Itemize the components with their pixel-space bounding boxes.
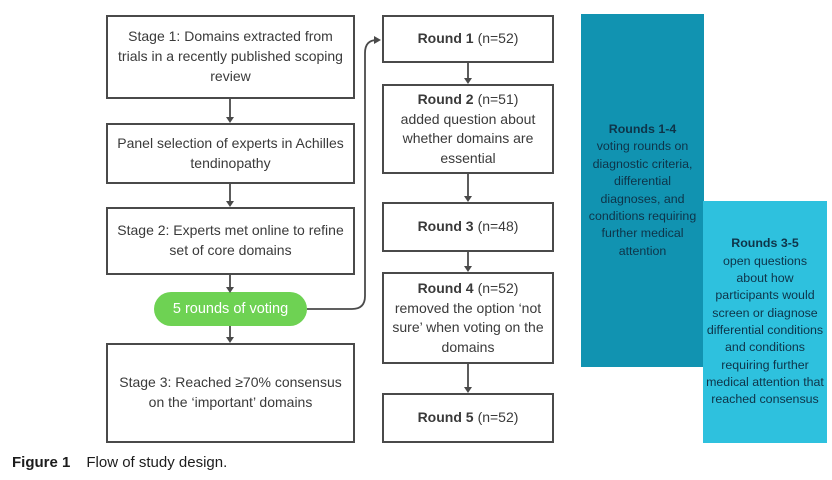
round4-box: Round 4(n=52) removed the option ‘not su… — [382, 272, 554, 364]
side-note-1-title: Rounds 1-4 — [608, 122, 677, 137]
side-note-1-text: voting rounds on diagnostic criteria, di… — [588, 139, 697, 258]
stage2-text: Stage 2: Experts met online to refine se… — [117, 222, 344, 258]
stage1-box: Stage 1: Domains extracted from trials i… — [106, 15, 355, 99]
side-note-rounds-3-5: Rounds 3-5 open questions about how part… — [703, 201, 827, 443]
round2-n: (n=51) — [477, 91, 519, 108]
panel-selection-box: Panel selection of experts in Achilles t… — [106, 123, 355, 184]
stage1-text: Stage 1: Domains extracted from trials i… — [118, 28, 343, 84]
round5-n: (n=52) — [477, 409, 519, 426]
round4-heading: Round 4(n=52) — [418, 279, 519, 299]
arrowhead-connector — [374, 36, 381, 44]
round1-box: Round 1(n=52) — [382, 15, 554, 63]
figure-caption: Figure 1 Flow of study design. — [12, 454, 227, 471]
round1-title: Round 1 — [417, 30, 474, 47]
voting-rounds-label: 5 rounds of voting — [172, 301, 289, 317]
round2-detail: added question about whether domains are… — [400, 110, 536, 166]
panel-selection-text: Panel selection of experts in Achilles t… — [117, 134, 344, 171]
round1-heading: Round 1(n=52) — [418, 29, 519, 49]
stage3-text: Stage 3: Reached ≥70% consensus on the ‘… — [119, 374, 342, 410]
stage2-box: Stage 2: Experts met online to refine se… — [106, 207, 355, 275]
round3-heading: Round 3(n=48) — [418, 217, 519, 237]
stage3-box: Stage 3: Reached ≥70% consensus on the ‘… — [106, 343, 355, 443]
voting-rounds-pill: 5 rounds of voting — [154, 292, 307, 326]
round2-box: Round 2(n=51) added question about wheth… — [382, 84, 554, 174]
side-note-2-text: open questions about how participants wo… — [706, 253, 824, 407]
round3-n: (n=48) — [477, 218, 519, 235]
round2-title: Round 2 — [417, 91, 474, 108]
round4-detail: removed the option ‘not sure’ when votin… — [392, 299, 544, 355]
side-note-2-title: Rounds 3-5 — [731, 236, 799, 251]
round3-title: Round 3 — [417, 218, 474, 235]
round1-n: (n=52) — [477, 30, 519, 47]
figure-caption-label: Figure 1 — [12, 454, 71, 471]
side-note-rounds-1-4: Rounds 1-4 voting rounds on diagnostic c… — [581, 14, 704, 367]
round4-title: Round 4 — [417, 280, 474, 297]
round4-n: (n=52) — [477, 280, 519, 297]
round3-box: Round 3(n=48) — [382, 202, 554, 252]
round5-heading: Round 5(n=52) — [418, 408, 519, 428]
round5-box: Round 5(n=52) — [382, 393, 554, 443]
round2-heading: Round 2(n=51) — [418, 90, 519, 110]
figure-caption-text: Flow of study design. — [86, 454, 228, 471]
round5-title: Round 5 — [417, 409, 474, 426]
